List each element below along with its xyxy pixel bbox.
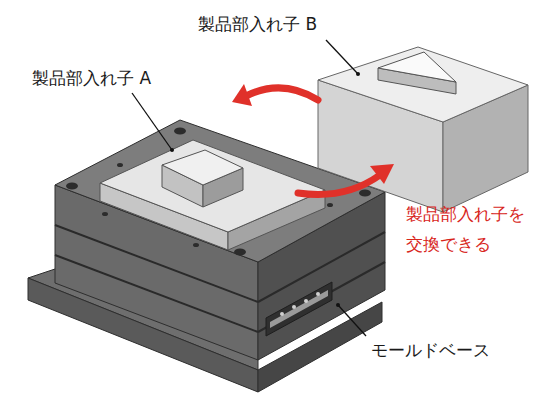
hole <box>193 243 199 247</box>
leader-dot <box>170 148 174 152</box>
part-label: 製品部入れ子 B <box>196 12 319 36</box>
ejector-space <box>266 282 332 336</box>
hole <box>234 249 246 256</box>
part-label: モールドベース <box>369 338 492 362</box>
hole <box>66 183 78 190</box>
insert-b-top <box>318 47 528 122</box>
leader-dot <box>356 72 360 76</box>
ejector-pin <box>292 305 296 309</box>
plate-line <box>55 255 258 332</box>
arrow-head <box>370 164 394 184</box>
insert-plate-top <box>100 140 325 232</box>
ejector-pin <box>316 292 320 296</box>
leader-line <box>338 305 366 336</box>
plate-line <box>258 262 385 332</box>
part-label: 製品部入れ子 A <box>30 66 153 90</box>
hole <box>102 212 108 216</box>
core-block-top <box>162 150 243 185</box>
hole <box>359 190 371 197</box>
hole <box>117 163 123 167</box>
hole <box>174 128 186 135</box>
ejector-plate <box>270 290 328 328</box>
ejector-pin <box>304 299 308 303</box>
arrow-head <box>232 84 252 106</box>
leader-line <box>326 40 358 74</box>
exchange-arrow <box>246 88 318 100</box>
hole <box>327 203 333 207</box>
cavity-top <box>378 52 456 82</box>
leader-line <box>132 93 172 150</box>
ejector-pin <box>280 312 284 316</box>
exchange-arrow <box>298 175 380 195</box>
leader-dot <box>336 303 340 307</box>
note-label: 製品部入れ子を 交換できる <box>404 199 536 259</box>
